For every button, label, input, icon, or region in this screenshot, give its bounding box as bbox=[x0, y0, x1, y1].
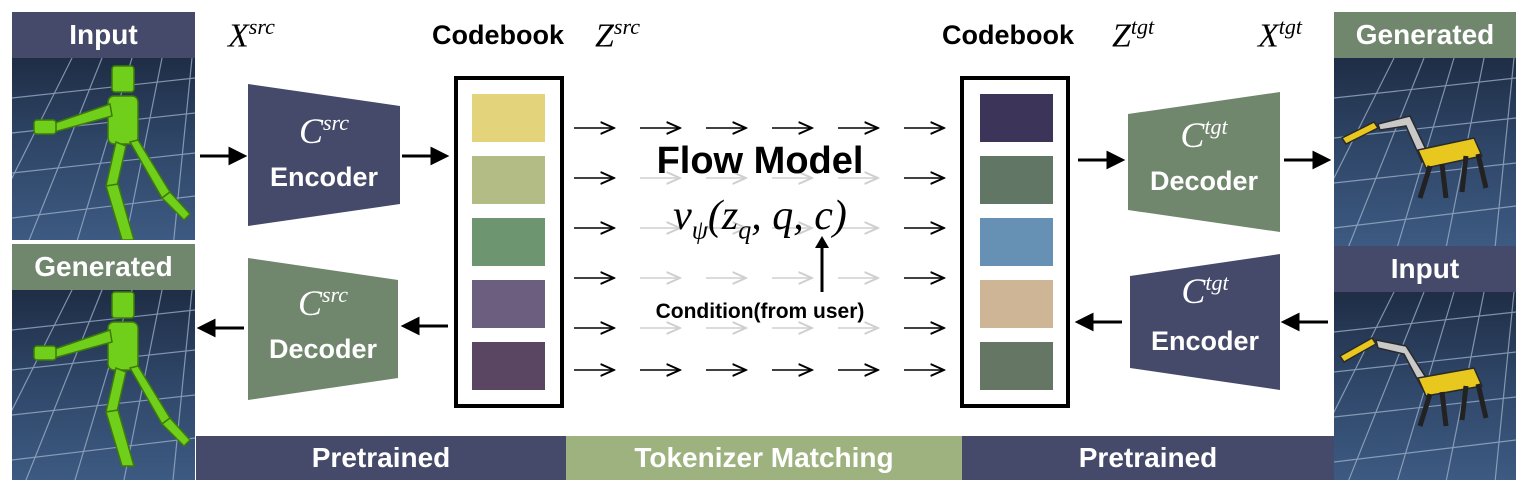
x-src-symbol: Xsrc bbox=[228, 14, 275, 55]
right-input-scene bbox=[1334, 292, 1516, 480]
left-encoder-symbol: Csrc bbox=[298, 110, 350, 151]
humanoid-image bbox=[12, 58, 195, 240]
x-tgt-symbol: Xtgt bbox=[1258, 14, 1303, 55]
left-decoder-shape bbox=[248, 258, 398, 400]
quadruped-robot-image bbox=[1334, 292, 1516, 480]
condition-label: Condition(from user) bbox=[655, 300, 865, 323]
left-codebook bbox=[454, 76, 564, 408]
right-codebook-cell bbox=[980, 94, 1053, 142]
right-encoder-symbol: Ctgt bbox=[1181, 270, 1229, 311]
right-encoder-shape bbox=[1130, 254, 1280, 390]
condition-arrow bbox=[815, 236, 829, 292]
left-encoder-label: Encoder bbox=[269, 162, 379, 192]
right-encoder-label: Encoder bbox=[1150, 326, 1260, 356]
left-codebook-cell bbox=[472, 94, 545, 142]
right-decoder-label: Decoder bbox=[1149, 166, 1259, 196]
quadruped-robot-image bbox=[1334, 58, 1516, 246]
z-tgt-symbol: Ztgt bbox=[1112, 14, 1155, 55]
left-decoder-symbol: Csrc bbox=[297, 282, 349, 323]
left-codebook-cell bbox=[472, 218, 545, 266]
left-codebook-cell bbox=[472, 280, 545, 328]
right-codebook-cell bbox=[980, 280, 1053, 328]
left-encoder-shape bbox=[248, 84, 400, 226]
left-decoder-label: Decoder bbox=[268, 334, 378, 364]
left-codebook-cell bbox=[472, 156, 545, 204]
left-generated-label: Generated bbox=[12, 244, 195, 290]
flow-arrows bbox=[574, 100, 958, 390]
bottom-pretrained-right: Pretrained bbox=[962, 436, 1334, 480]
right-decoder-symbol: Ctgt bbox=[1180, 114, 1228, 155]
flow-formula: vψ(zq, q, c) bbox=[673, 193, 847, 245]
right-codebook-title: Codebook bbox=[942, 20, 1074, 50]
bottom-tokenizer-matching: Tokenizer Matching bbox=[566, 436, 962, 480]
humanoid-image bbox=[12, 290, 195, 480]
right-decoder-shape bbox=[1128, 92, 1280, 232]
right-codebook-cell bbox=[980, 218, 1053, 266]
right-codebook bbox=[960, 76, 1070, 408]
left-codebook-cell bbox=[472, 342, 545, 390]
left-input-scene bbox=[12, 58, 195, 240]
right-generated-label: Generated bbox=[1334, 12, 1516, 58]
flow-model-title: Flow Model bbox=[656, 140, 864, 182]
bottom-pretrained-left: Pretrained bbox=[196, 436, 566, 480]
left-input-label: Input bbox=[12, 12, 195, 58]
z-src-symbol: Zsrc bbox=[595, 14, 640, 55]
left-codebook-title: Codebook bbox=[432, 20, 564, 50]
right-input-label: Input bbox=[1334, 246, 1516, 292]
right-codebook-cell bbox=[980, 342, 1053, 390]
right-generated-scene bbox=[1334, 58, 1516, 246]
left-generated-scene bbox=[12, 290, 195, 480]
right-codebook-cell bbox=[980, 156, 1053, 204]
